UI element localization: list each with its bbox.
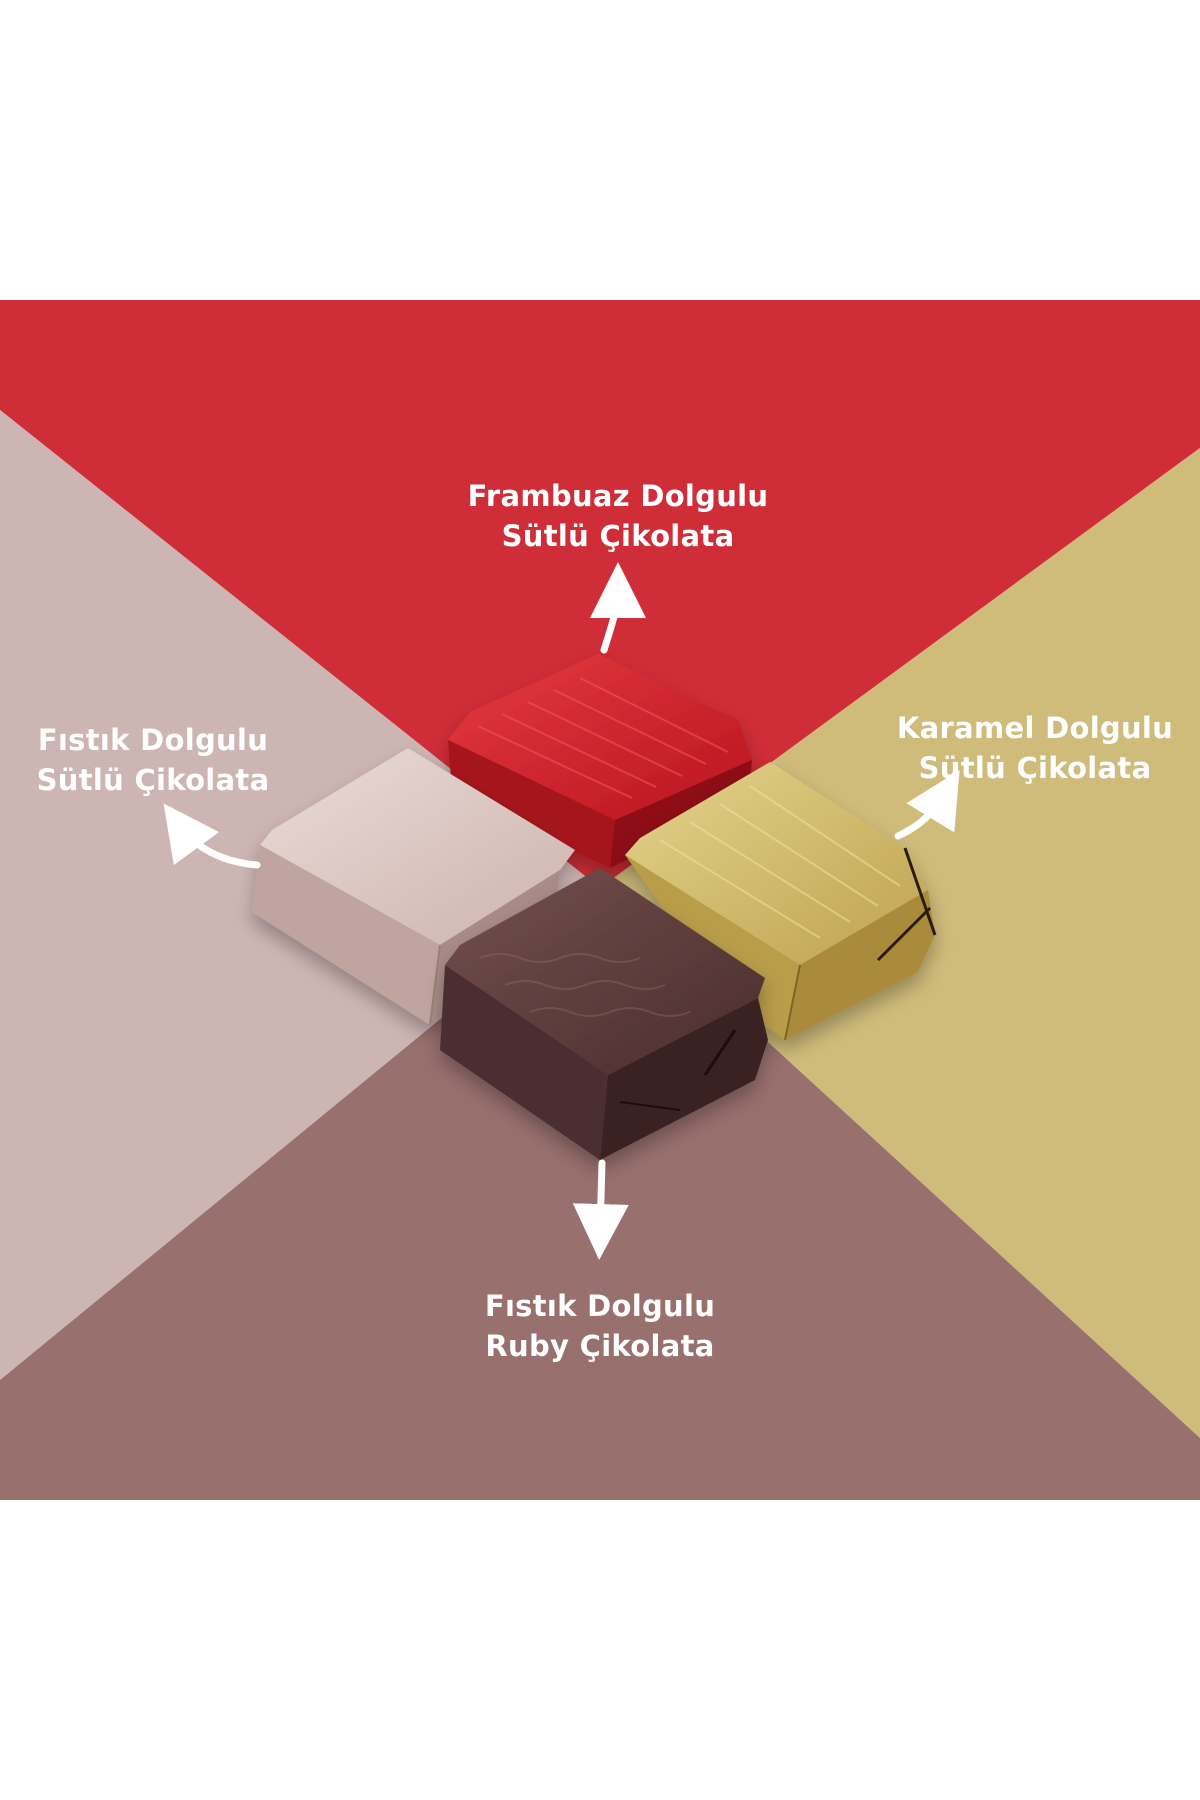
- arrow-down-icon: [572, 1159, 629, 1260]
- label-left-line2: Sütlü Çikolata: [36, 763, 270, 797]
- label-left-line1: Fıstık Dolgulu: [37, 723, 269, 757]
- label-caramel-milk-chocolate: Karamel Dolgulu Sütlü Çikolata: [880, 708, 1190, 788]
- arrow-left-icon: [163, 803, 261, 869]
- brown-foil-chocolate: [440, 868, 768, 1160]
- label-raspberry-milk-chocolate: Frambuaz Dolgulu Sütlü Çikolata: [418, 476, 818, 556]
- arrow-up-icon: [589, 562, 646, 654]
- label-pistachio-ruby-chocolate: Fıstık Dolgulu Ruby Çikolata: [420, 1286, 780, 1366]
- label-pistachio-milk-chocolate: Fıstık Dolgulu Sütlü Çikolata: [8, 720, 298, 800]
- label-bottom-line2: Ruby Çikolata: [485, 1329, 715, 1363]
- label-bottom-line1: Fıstık Dolgulu: [484, 1289, 716, 1323]
- label-right-line2: Sütlü Çikolata: [918, 751, 1152, 785]
- arrow-right-icon: [894, 770, 960, 840]
- label-right-line1: Karamel Dolgulu: [896, 711, 1174, 745]
- label-top-line1: Frambuaz Dolgulu: [467, 479, 769, 513]
- label-top-line2: Sütlü Çikolata: [501, 519, 735, 553]
